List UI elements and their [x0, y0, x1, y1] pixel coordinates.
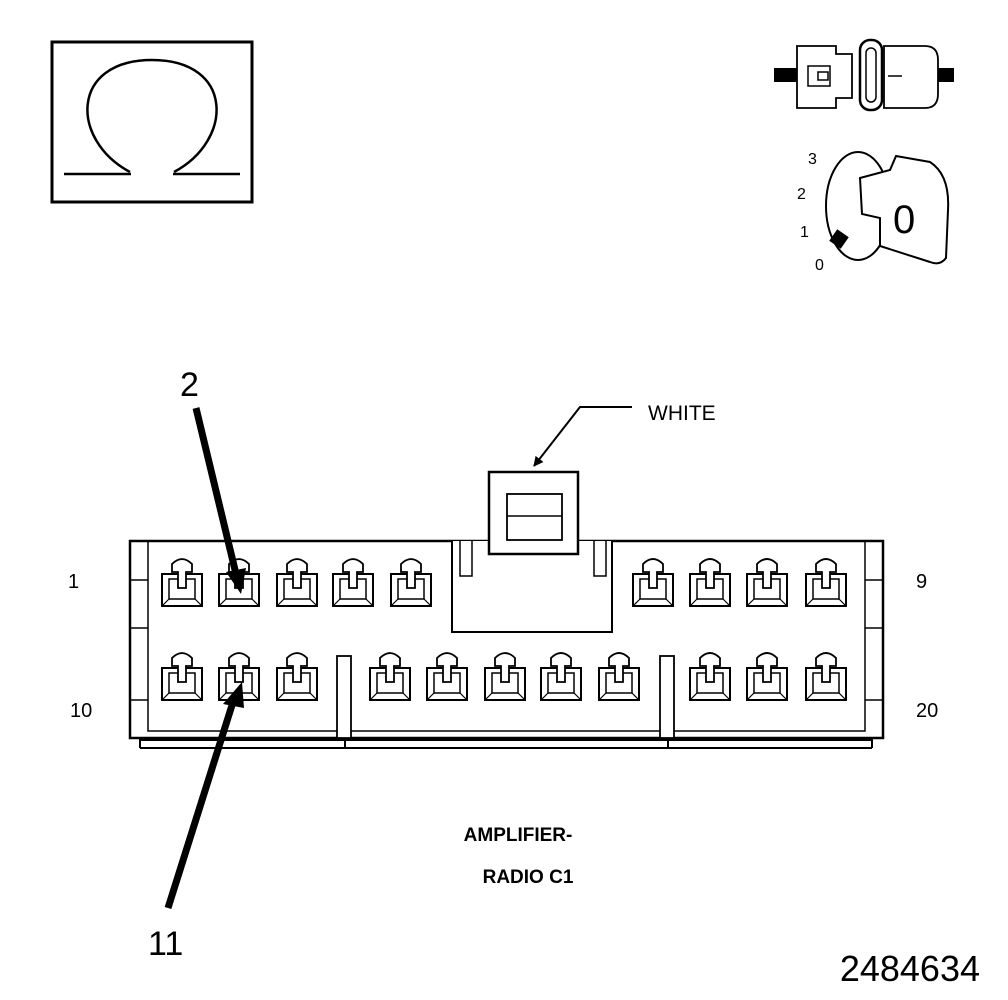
terminal-cavity	[161, 558, 203, 607]
terminal-cavity	[369, 652, 411, 701]
figure-number: 2484634	[840, 948, 980, 989]
ignition-position-1: 1	[800, 224, 809, 241]
ignition-key-label: 0	[893, 198, 915, 242]
callout-label-lower: 11	[148, 925, 183, 963]
connector-cavities	[161, 558, 847, 701]
ignition-key-icon: 3 2 1 0 0	[797, 151, 950, 274]
terminal-cavity	[689, 558, 731, 607]
callout-label-upper: 2	[180, 366, 199, 404]
disconnected-connector-icon	[774, 38, 954, 112]
pin-label-top-left: 1	[68, 571, 79, 593]
pin-label-bottom-right: 20	[916, 700, 938, 722]
terminal-cavity	[484, 652, 526, 701]
connector-body	[128, 470, 885, 749]
terminal-cavity	[161, 652, 203, 701]
connector-color-label: WHITE	[648, 402, 716, 425]
terminal-cavity	[746, 558, 788, 607]
terminal-cavity	[540, 652, 582, 701]
terminal-cavity	[426, 652, 468, 701]
connector-title-line1: AMPLIFIER-	[464, 825, 573, 846]
pin-label-top-right: 9	[916, 571, 927, 593]
terminal-cavity	[598, 652, 640, 701]
ohm-symbol-icon	[64, 58, 240, 176]
callout-pin-11: 11	[148, 682, 244, 963]
terminal-cavity	[632, 558, 674, 607]
connector-title-line2: RADIO C1	[483, 867, 574, 888]
terminal-cavity	[805, 558, 847, 607]
terminal-cavity	[689, 652, 731, 701]
ignition-position-3: 3	[808, 151, 817, 168]
ignition-position-2: 2	[797, 186, 806, 203]
pin-label-bottom-left: 10	[70, 700, 92, 722]
terminal-cavity	[805, 652, 847, 701]
terminal-cavity	[332, 558, 374, 607]
ignition-position-0: 0	[815, 257, 824, 274]
color-callout: WHITE	[533, 402, 716, 467]
ohmmeter-symbol-box	[50, 40, 254, 204]
terminal-cavity	[390, 558, 432, 607]
terminal-cavity	[276, 652, 318, 701]
callout-pin-2: 2	[180, 366, 246, 594]
terminal-cavity	[746, 652, 788, 701]
terminal-cavity	[276, 558, 318, 607]
